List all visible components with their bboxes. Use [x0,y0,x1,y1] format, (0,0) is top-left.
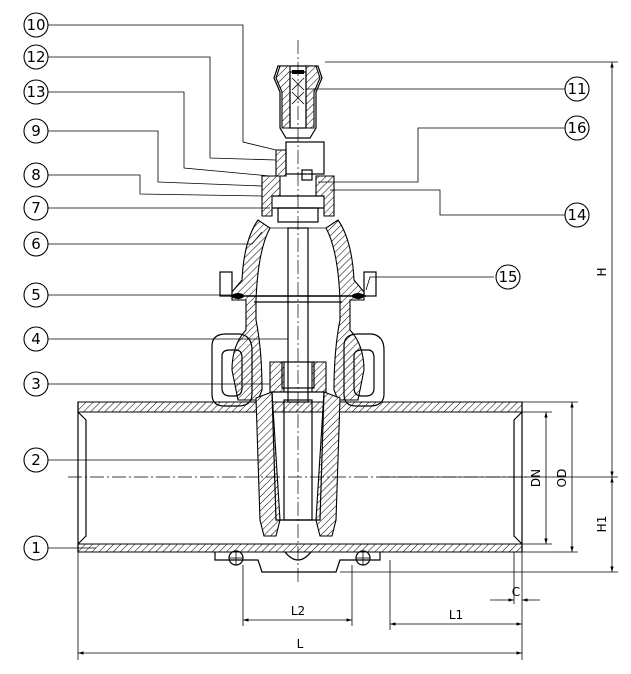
callout-11: 11 [564,76,590,102]
leader-lines [46,24,565,549]
callout-4: 4 [23,326,49,352]
dim-h-label: H [595,267,609,276]
svg-text:11: 11 [567,80,586,98]
dim-c-label: C [512,585,520,599]
dim-l-label: L [297,637,304,651]
dim-l1-label: L1 [449,608,463,622]
dimensions: H H1 DN OD L L1 L2 C [77,61,618,660]
svg-text:14: 14 [567,206,586,224]
pipe-body [77,401,523,573]
dim-h1-label: H1 [595,516,609,533]
operating-cap [273,65,323,139]
svg-text:2: 2 [31,451,41,469]
svg-text:13: 13 [26,83,45,101]
callout-6: 6 [23,231,49,257]
svg-text:3: 3 [31,375,41,393]
callout-8: 8 [23,162,49,188]
callout-3: 3 [23,371,49,397]
dim-od-label: OD [555,469,569,488]
svg-text:5: 5 [31,286,41,304]
wedge [255,391,341,537]
callout-9: 9 [23,118,49,144]
svg-text:4: 4 [31,330,41,348]
svg-text:16: 16 [567,119,586,137]
callout-14: 14 [564,202,590,228]
svg-text:10: 10 [26,16,45,34]
callout-2: 2 [23,447,49,473]
callout-1: 1 [23,535,49,561]
callout-16: 16 [564,115,590,141]
svg-text:7: 7 [31,199,41,217]
dim-dn-label: DN [529,469,543,487]
svg-text:1: 1 [31,539,41,557]
svg-text:8: 8 [31,166,41,184]
callout-10: 10 [23,12,49,38]
callout-13: 13 [23,79,49,105]
stem [269,40,327,585]
svg-text:15: 15 [498,268,517,286]
bonnet [211,141,385,407]
dim-l2-label: L2 [291,604,305,618]
callout-7: 7 [23,195,49,221]
callout-5: 5 [23,282,49,308]
svg-text:6: 6 [31,235,41,253]
svg-text:12: 12 [26,48,45,66]
callout-12: 12 [23,44,49,70]
callout-15: 15 [495,264,521,290]
svg-text:9: 9 [31,122,41,140]
